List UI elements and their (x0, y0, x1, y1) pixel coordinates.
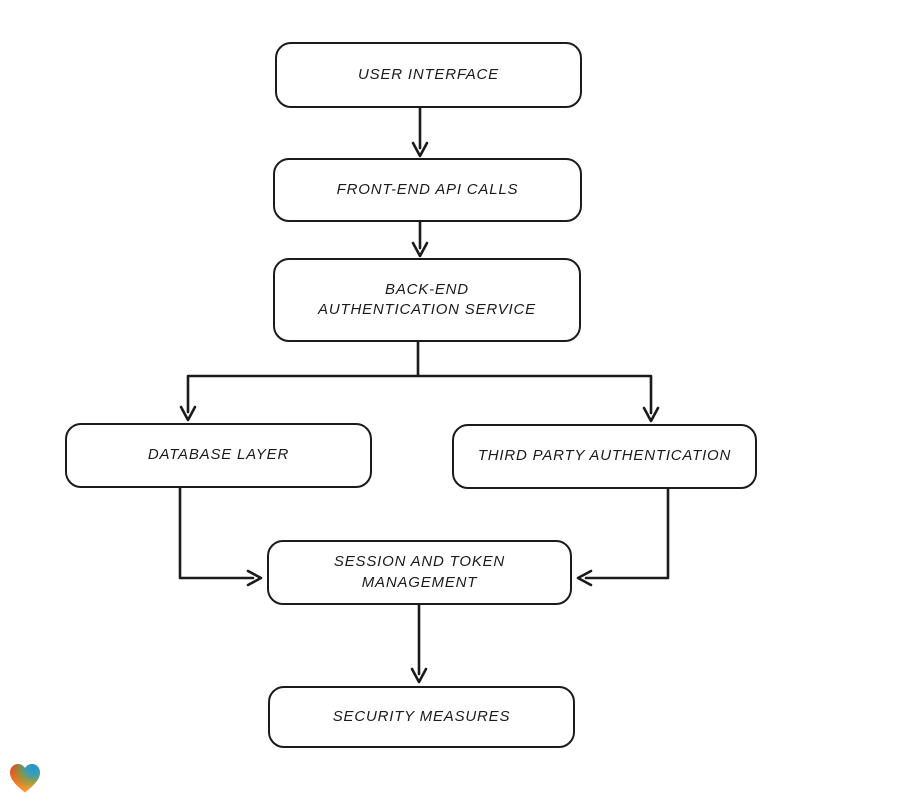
node-session-token-management[interactable]: SESSION AND TOKEN MANAGEMENT (267, 540, 572, 605)
node-security-measures[interactable]: SECURITY MEASURES (268, 686, 575, 748)
node-user-interface-label: USER INTERFACE (358, 65, 499, 83)
node-user-interface[interactable]: USER INTERFACE (275, 42, 582, 108)
node-front-end-api-calls-label: FRONT-END API CALLS (336, 180, 519, 198)
node-front-end-api-calls[interactable]: FRONT-END API CALLS (273, 158, 582, 222)
edge-backend-branch (186, 340, 653, 415)
heart-icon[interactable] (8, 762, 42, 794)
node-back-end-auth-service-label: BACK-END AUTHENTICATION SERVICE (318, 280, 536, 318)
node-back-end-auth-service[interactable]: BACK-END AUTHENTICATION SERVICE (273, 258, 581, 342)
edge-branch-arrowhead-right (642, 406, 660, 423)
edge-database-session (178, 486, 263, 587)
edge-session-security (410, 603, 428, 684)
edge-thirdparty-session (576, 487, 670, 587)
node-database-layer[interactable]: DATABASE LAYER (65, 423, 372, 488)
node-security-measures-label: SECURITY MEASURES (332, 707, 511, 725)
node-database-layer-label: DATABASE LAYER (147, 446, 290, 464)
edge-branch-arrowhead-left (179, 405, 197, 422)
node-third-party-authentication[interactable]: THIRD PARTY AUTHENTICATION (452, 424, 757, 489)
edge-frontend-backend (411, 220, 429, 258)
edge-ui-frontend (411, 106, 429, 158)
node-third-party-authentication-label: THIRD PARTY AUTHENTICATION (477, 447, 732, 465)
node-session-token-management-label: SESSION AND TOKEN MANAGEMENT (333, 553, 506, 591)
